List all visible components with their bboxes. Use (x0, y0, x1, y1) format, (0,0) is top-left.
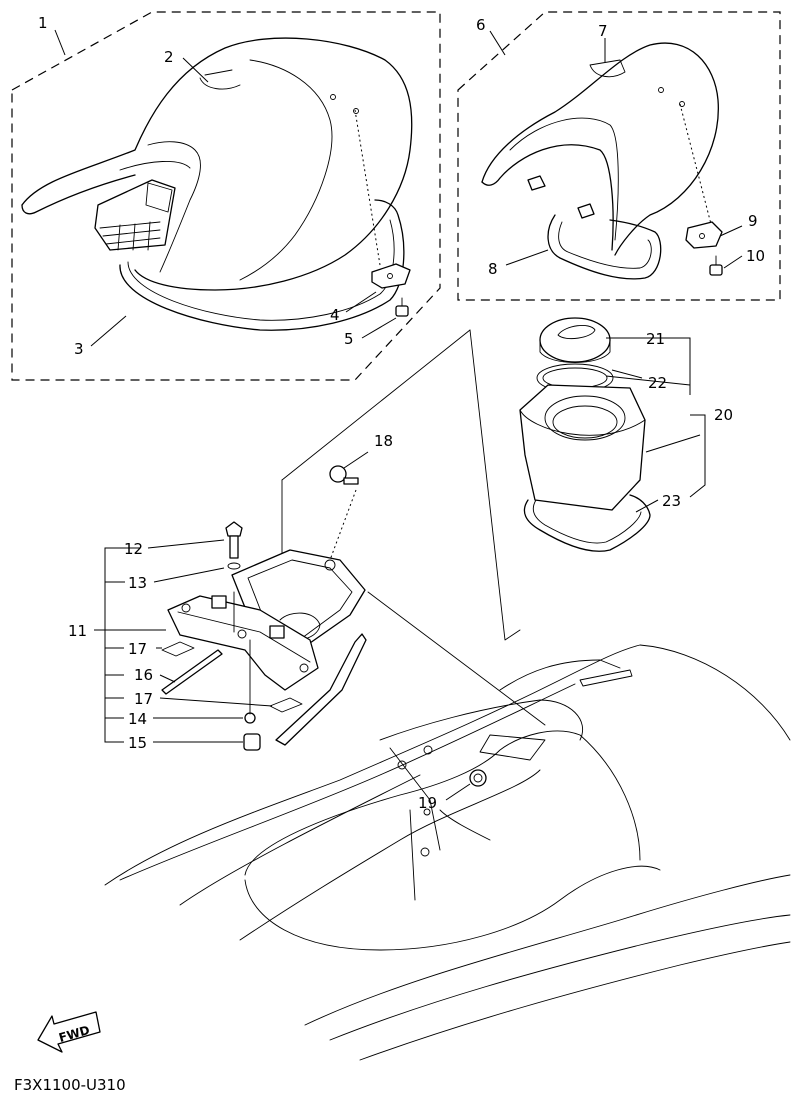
storage-bracket-assembly (161, 329, 471, 751)
callout-12: 12 (124, 540, 143, 558)
callout-14: 14 (128, 710, 147, 728)
callout-16: 16 (134, 666, 153, 684)
callout-17-upper: 17 (128, 640, 147, 658)
rear-seat-assembly (457, 11, 781, 301)
hull-deck-outline (104, 591, 791, 1061)
leader-lines (54, 29, 743, 801)
callout-17-lower: 17 (134, 690, 153, 708)
front-seat-assembly (11, 11, 441, 381)
callout-11: 11 (68, 622, 87, 640)
callout-9: 9 (748, 212, 758, 230)
callout-21: 21 (646, 330, 665, 348)
callout-23: 23 (662, 492, 681, 510)
callout-15: 15 (128, 734, 147, 752)
callout-19: 19 (418, 794, 437, 812)
callout-20: 20 (714, 406, 733, 424)
callout-10: 10 (746, 247, 765, 265)
callout-numbers: 1 2 3 4 5 6 7 8 9 10 11 12 13 14 15 16 1… (38, 14, 765, 812)
callout-13: 13 (128, 574, 147, 592)
callout-8: 8 (488, 260, 498, 278)
callout-7: 7 (598, 22, 608, 40)
callout-3: 3 (74, 340, 84, 358)
figure-code: F3X1100-U310 (14, 1076, 126, 1094)
callout-4: 4 (330, 306, 340, 324)
callout-18: 18 (374, 432, 393, 450)
callout-1: 1 (38, 14, 48, 32)
callout-6: 6 (476, 16, 486, 34)
callout-22: 22 (648, 374, 667, 392)
forward-direction-arrow: FWD (37, 1011, 101, 1053)
callout-5: 5 (344, 330, 354, 348)
storage-container-assembly (469, 317, 651, 641)
callout-2: 2 (164, 48, 174, 66)
